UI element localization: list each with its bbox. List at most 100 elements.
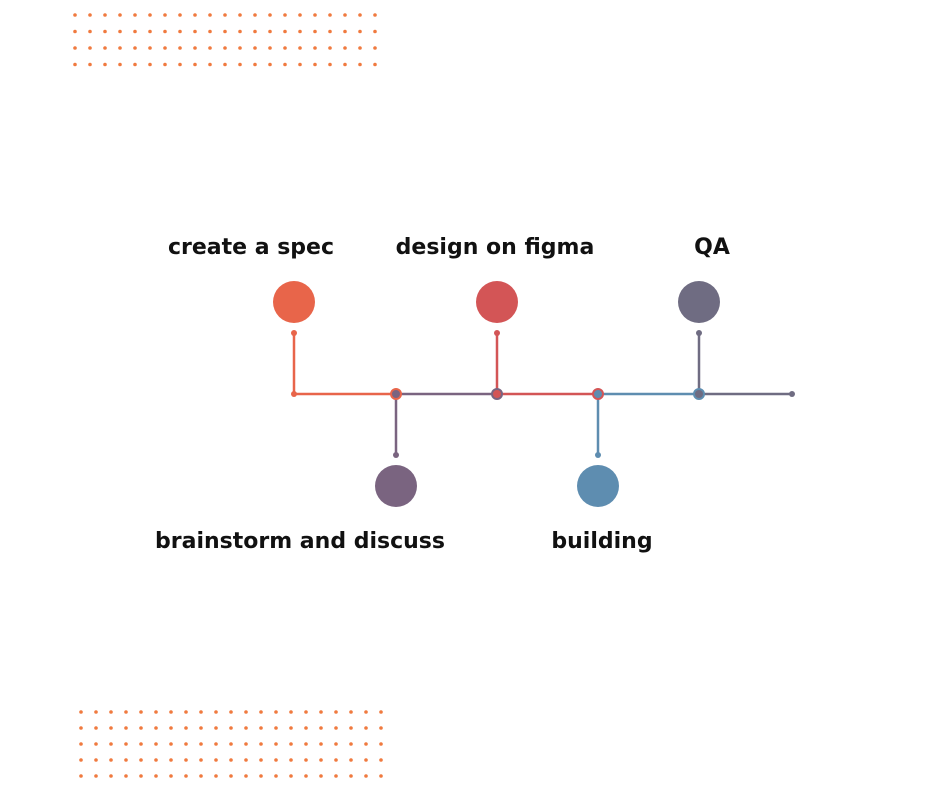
decorative-dot bbox=[379, 774, 383, 778]
decorative-dot bbox=[154, 742, 158, 746]
decorative-dot bbox=[229, 710, 233, 714]
decorative-dot bbox=[169, 742, 173, 746]
decorative-dot bbox=[304, 710, 308, 714]
connector-end-dot bbox=[393, 452, 399, 458]
decorative-dot bbox=[268, 29, 272, 34]
decorative-dot bbox=[118, 46, 122, 50]
decorative-dot bbox=[193, 29, 197, 34]
decorative-dot bbox=[253, 13, 257, 17]
stage-marker bbox=[273, 281, 315, 323]
decorative-dot bbox=[244, 758, 248, 762]
decorative-dot bbox=[349, 710, 353, 714]
decorative-dot bbox=[184, 726, 188, 730]
decorative-dot bbox=[124, 742, 128, 746]
decorative-dot bbox=[163, 62, 167, 67]
decorative-dot bbox=[259, 726, 263, 730]
decorative-dot bbox=[139, 774, 143, 778]
decorative-dot bbox=[313, 46, 317, 50]
decorative-dot bbox=[79, 710, 83, 714]
decorative-dot bbox=[343, 62, 347, 67]
decorative-dot bbox=[208, 29, 212, 34]
decorative-dot bbox=[313, 13, 317, 17]
decorative-dot bbox=[103, 13, 107, 17]
decorative-dot bbox=[208, 46, 212, 50]
decorative-dot bbox=[253, 62, 257, 67]
decorative-dot bbox=[304, 742, 308, 746]
decorative-dot bbox=[148, 62, 152, 67]
decorative-dot bbox=[214, 774, 218, 778]
decorative-dot bbox=[148, 46, 152, 50]
decorative-dot bbox=[253, 29, 257, 34]
decorative-dot bbox=[184, 710, 188, 714]
decorative-dot bbox=[349, 774, 353, 778]
decorative-dot bbox=[214, 710, 218, 714]
decorative-dot bbox=[199, 774, 203, 778]
decorative-dot bbox=[199, 710, 203, 714]
decorative-dot bbox=[364, 758, 368, 762]
decorative-dot bbox=[94, 774, 98, 778]
decorative-dot bbox=[139, 710, 143, 714]
decorative-dot bbox=[139, 758, 143, 762]
decorative-dot bbox=[148, 29, 152, 34]
stage-qa: QA bbox=[678, 235, 730, 400]
decorative-dot bbox=[298, 29, 302, 34]
decorative-dot bbox=[109, 742, 113, 746]
decorative-dot bbox=[319, 726, 323, 730]
decorative-dot bbox=[274, 726, 278, 730]
decorative-dot bbox=[343, 13, 347, 17]
decorative-dot bbox=[208, 62, 212, 67]
decorative-dot bbox=[244, 774, 248, 778]
decorative-dot bbox=[214, 742, 218, 746]
decorative-dot bbox=[169, 726, 173, 730]
decorative-dot bbox=[94, 710, 98, 714]
decorative-dot bbox=[328, 46, 332, 50]
decorative-dot bbox=[373, 13, 377, 17]
decorative-dot bbox=[274, 774, 278, 778]
decorative-dot bbox=[199, 742, 203, 746]
decorative-dot bbox=[223, 29, 227, 34]
axis-junction-dot bbox=[693, 388, 705, 400]
decorative-dot bbox=[358, 29, 362, 34]
decorative-dot bbox=[163, 29, 167, 34]
stage-create-a-spec: create a spec bbox=[168, 235, 334, 397]
decorative-dot bbox=[364, 774, 368, 778]
decorative-dot bbox=[94, 726, 98, 730]
stage-label: QA bbox=[694, 235, 730, 260]
decorative-dot bbox=[184, 758, 188, 762]
decorative-dot bbox=[289, 774, 293, 778]
decorative-dot bbox=[94, 742, 98, 746]
decorative-dot bbox=[334, 758, 338, 762]
decorative-dot-grid-top bbox=[73, 13, 377, 67]
stage-label: create a spec bbox=[168, 235, 334, 260]
decorative-dot bbox=[154, 774, 158, 778]
decorative-dot bbox=[349, 726, 353, 730]
axis-junction-dot bbox=[291, 391, 297, 397]
decorative-dot bbox=[334, 710, 338, 714]
connector-end-dot bbox=[291, 330, 297, 336]
decorative-dot bbox=[178, 13, 182, 17]
decorative-dot bbox=[328, 29, 332, 34]
decorative-dot bbox=[238, 13, 242, 17]
decorative-dot bbox=[124, 710, 128, 714]
decorative-dot bbox=[223, 46, 227, 50]
decorative-dot bbox=[154, 758, 158, 762]
decorative-dot bbox=[349, 742, 353, 746]
decorative-dot bbox=[178, 62, 182, 67]
decorative-dot bbox=[124, 726, 128, 730]
decorative-dot bbox=[79, 742, 83, 746]
decorative-dot bbox=[139, 726, 143, 730]
decorative-dot bbox=[184, 742, 188, 746]
decorative-dot bbox=[229, 774, 233, 778]
decorative-dot bbox=[244, 726, 248, 730]
decorative-dot bbox=[208, 13, 212, 17]
decorative-dot bbox=[79, 774, 83, 778]
decorative-dot bbox=[364, 742, 368, 746]
decorative-dot bbox=[334, 726, 338, 730]
connector-end-dot bbox=[595, 452, 601, 458]
decorative-dot bbox=[169, 774, 173, 778]
decorative-dot bbox=[133, 62, 137, 67]
axis-junction-dot bbox=[491, 388, 503, 400]
decorative-dot bbox=[238, 46, 242, 50]
stage-design-on-figma: design on figma bbox=[396, 235, 594, 400]
